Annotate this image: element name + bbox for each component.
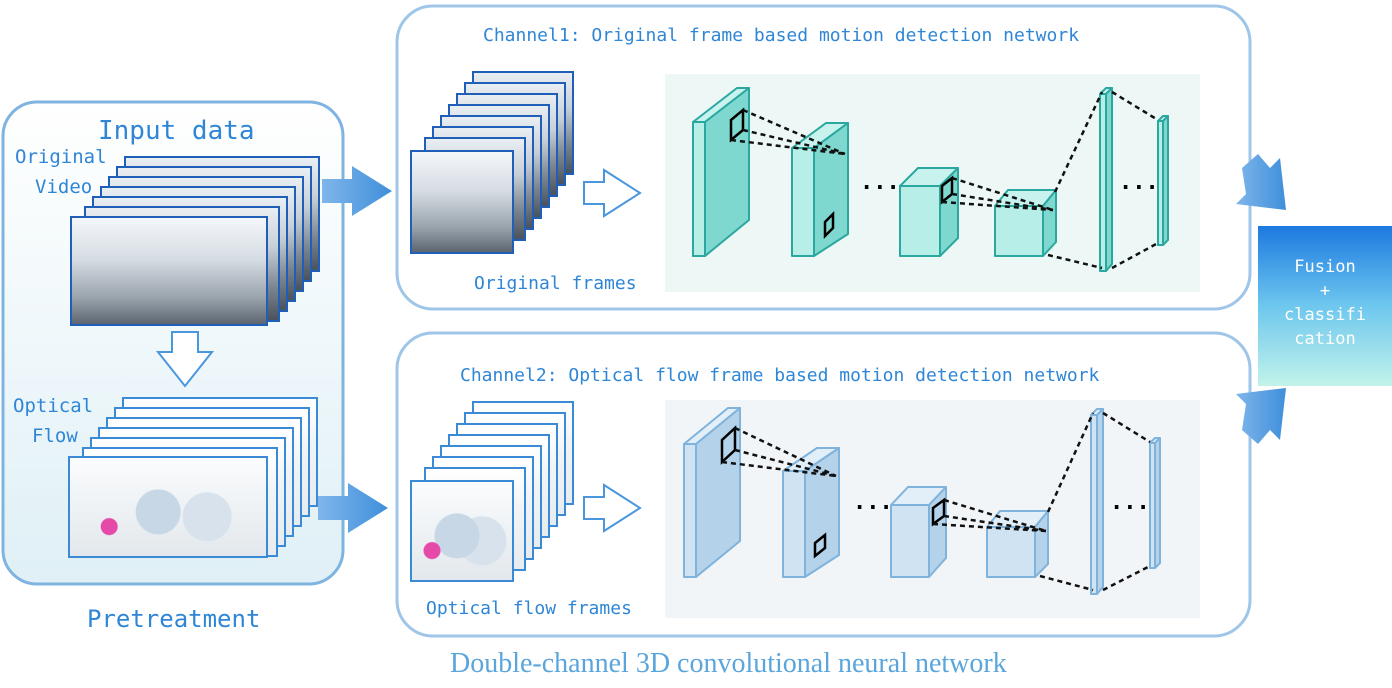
fusion-line-4: cation	[1294, 329, 1356, 349]
input-data-label: Input data	[98, 116, 255, 146]
fusion-classification-box: Fusion + classifi cation	[1258, 254, 1392, 352]
channel1-title: Channel1: Original frame based motion de…	[483, 25, 1080, 46]
fusion-line-2: +	[1319, 281, 1331, 301]
optical-flow-label-line2: Flow	[32, 425, 78, 447]
video-frame-front	[70, 216, 268, 326]
fusion-line-1: Fusion	[1294, 257, 1356, 277]
channel1-ellipsis-1: ...	[860, 170, 900, 195]
optical-flow-frame-small-front	[410, 480, 514, 582]
pretreatment-down-arrow	[155, 331, 215, 388]
channel2-network	[683, 407, 1161, 595]
arrow-to-channel2	[318, 483, 388, 533]
optical-flow-label-line1: Optical	[13, 395, 94, 417]
channel2-dotted-lines	[721, 411, 1151, 592]
channel2-frames-label: Optical flow frames	[426, 598, 632, 619]
optical-flow-frame-front	[68, 456, 268, 558]
channel2-hollow-arrow	[583, 483, 642, 533]
channel1-ellipsis-2: ...	[1119, 170, 1159, 195]
channel1-network	[692, 87, 1169, 272]
arrow-to-channel1	[322, 166, 392, 216]
pretreatment-label: Pretreatment	[87, 605, 261, 633]
arrow-channel1-to-fusion	[1236, 154, 1286, 210]
fusion-box-bg	[1258, 226, 1392, 386]
figure-caption: Double-channel 3D convolutional neural n…	[450, 648, 1007, 679]
arrow-channel2-to-fusion	[1236, 388, 1286, 444]
channel1-dotted-lines	[730, 90, 1159, 270]
original-video-label-line1: Original	[15, 146, 107, 168]
channel1-frames-label: Original frames	[474, 273, 637, 294]
original-frame-front	[410, 150, 514, 254]
channel2-ellipsis-2: ...	[1110, 490, 1150, 515]
channel2-ellipsis-1: ...	[853, 490, 893, 515]
channel2-title: Channel2: Optical flow frame based motio…	[460, 365, 1100, 386]
channel1-hollow-arrow	[583, 168, 642, 218]
fusion-line-3: classifi	[1284, 305, 1366, 325]
original-video-label-line2: Video	[35, 176, 93, 198]
